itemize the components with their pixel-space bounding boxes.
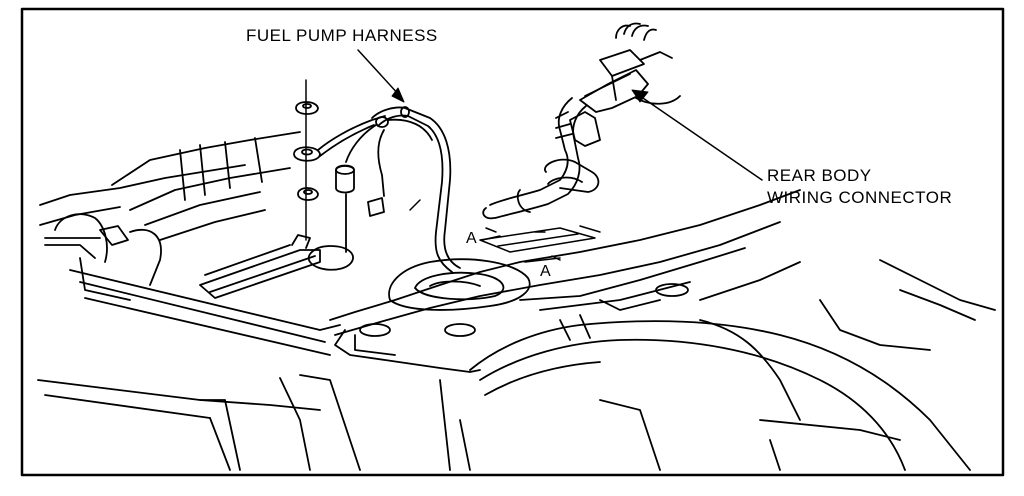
pump-terminal [335,164,385,253]
rear-body-connector [579,22,681,113]
fuel-tank [329,189,996,471]
mounting-bracket [199,234,354,299]
rear-body-label-line2: WIRING CONNECTOR [767,188,953,207]
section-a-lower-label: A [540,263,552,280]
diagram-border [20,7,1005,477]
rear-body-label-line1: REAR BODY [767,166,872,185]
main-harness [482,97,601,220]
section-a-upper-label: A [466,230,478,247]
retaining-nuts [293,79,321,241]
connector-leader-line [639,95,763,181]
section-a-markers [409,199,601,263]
fuel-pump-harness-wiring [317,106,461,273]
fuel-pump-harness-label: FUEL PUMP HARNESS [246,26,438,45]
callout-leaders [357,49,763,261]
harness-leader-line [357,49,401,97]
floor-pan [37,131,361,471]
